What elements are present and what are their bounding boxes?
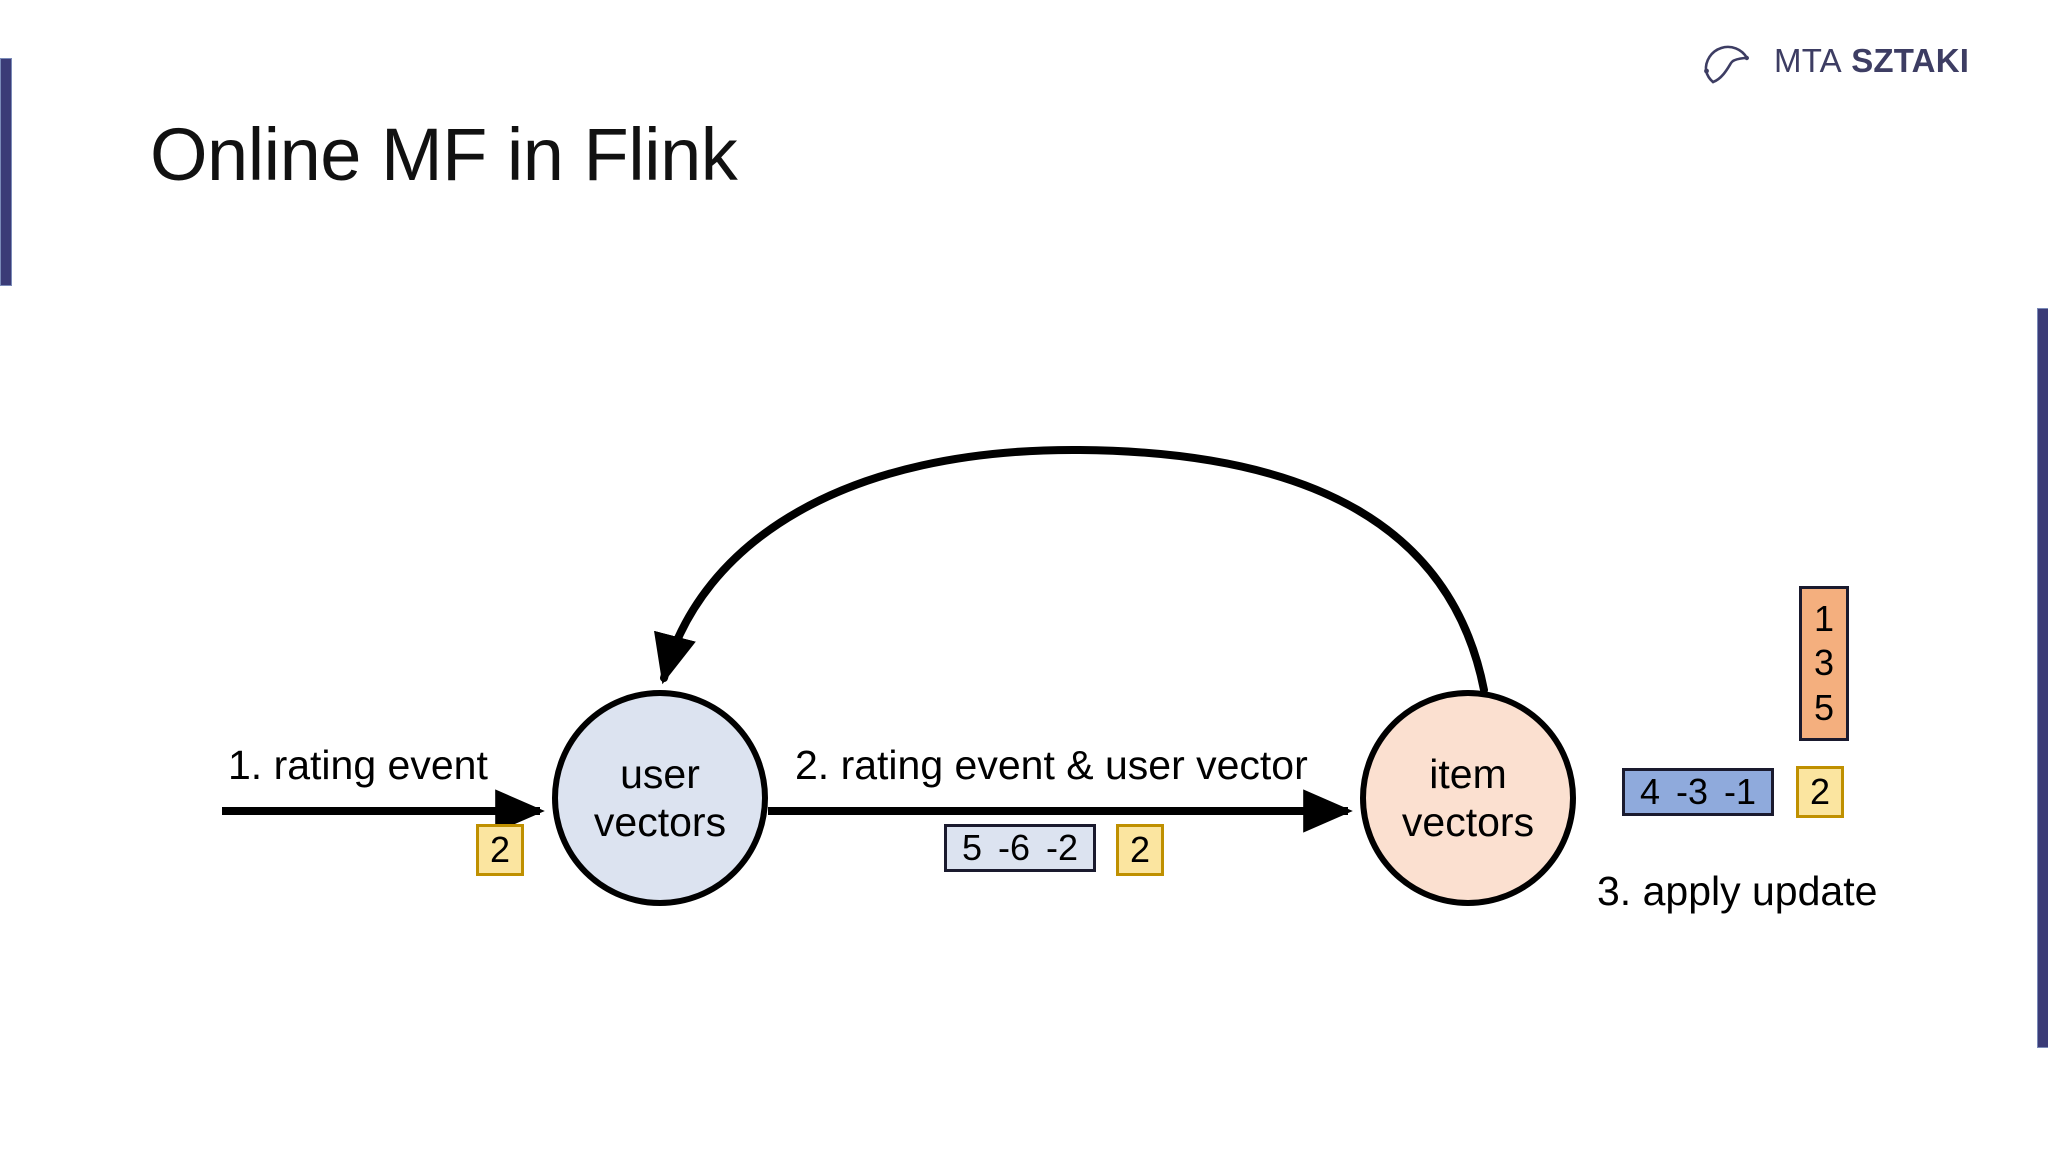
chip-edge-user-vector-value-2: -2 xyxy=(1046,827,1079,868)
mta-sztaki-swirl-icon xyxy=(1700,35,1760,87)
chip-user-scalar-value-0: 2 xyxy=(489,829,511,870)
chip-user-scalar: 2 xyxy=(476,824,524,876)
right-accent-bar xyxy=(2037,308,2048,1048)
node-item-vectors-line2: vectors xyxy=(1401,799,1535,845)
chip-update-vector: 4 -3 -1 xyxy=(1622,768,1774,816)
chip-update-vector-value-1: -3 xyxy=(1676,771,1709,812)
node-user-vectors-line2: vectors xyxy=(593,799,727,845)
chip-item-vector: 1 3 5 xyxy=(1799,586,1849,741)
chip-update-scalar-value-0: 2 xyxy=(1809,771,1831,812)
logo-text-sztaki: SZTAKI xyxy=(1851,42,1970,79)
chip-edge-user-vector: 5 -6 -2 xyxy=(944,824,1096,872)
logo-wordmark: MTA SZTAKI xyxy=(1774,42,1969,80)
chip-item-vector-value-1: 3 xyxy=(1813,642,1835,684)
chip-update-vector-value-2: -1 xyxy=(1724,771,1757,812)
node-item-vectors[interactable]: item vectors xyxy=(1360,690,1576,906)
edge-label-step2: 2. rating event & user vector xyxy=(795,742,1308,788)
node-user-vectors[interactable]: user vectors xyxy=(552,690,768,906)
chip-update-vector-value-0: 4 xyxy=(1639,771,1660,812)
chip-item-vector-value-2: 5 xyxy=(1813,686,1835,728)
chip-update-scalar: 2 xyxy=(1796,766,1844,818)
chip-item-vector-value-0: 1 xyxy=(1813,598,1835,640)
chip-edge-scalar-value-0: 2 xyxy=(1129,829,1151,870)
logo-text-mta: MTA xyxy=(1774,42,1842,79)
node-user-vectors-line1: user xyxy=(620,750,700,797)
mta-sztaki-logo: MTA SZTAKI xyxy=(1700,30,2030,92)
node-item-vectors-line1: item xyxy=(1429,750,1507,797)
edge-label-step1: 1. rating event xyxy=(228,742,488,788)
arrow-feedback-curve xyxy=(654,445,1488,694)
chip-edge-user-vector-value-1: -6 xyxy=(998,827,1031,868)
page-title: Online MF in Flink xyxy=(150,113,738,196)
chip-edge-user-vector-value-0: 5 xyxy=(961,827,982,868)
chip-edge-scalar: 2 xyxy=(1116,824,1164,876)
edge-label-step3: 3. apply update xyxy=(1597,868,1878,914)
left-accent-bar xyxy=(0,58,12,286)
